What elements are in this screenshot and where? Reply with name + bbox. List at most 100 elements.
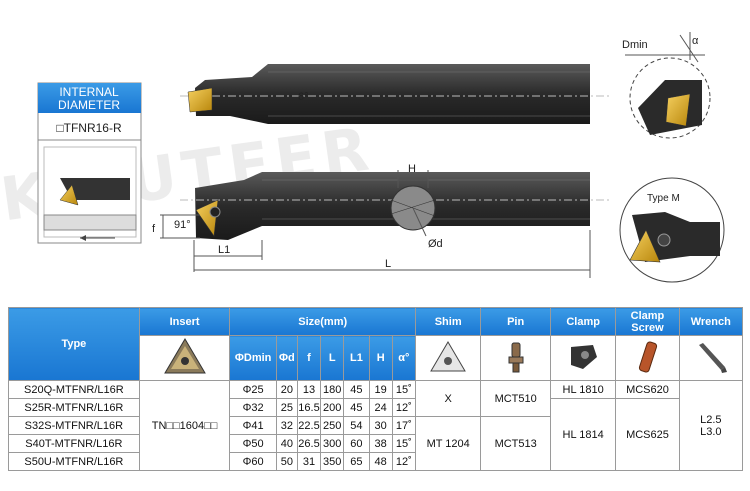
header-size: Size(mm) [229, 307, 416, 336]
screw-small: MCS620 [615, 380, 680, 399]
cell-alpha: 12˚ [391, 398, 416, 417]
sub-f: f [296, 335, 322, 381]
cell-f: 26.5 [296, 434, 322, 453]
table-row: S50U-MTFNR/L16R Φ60 50 31 350 65 48 12˚ [8, 452, 743, 471]
wrench-1: L2.5 [700, 413, 722, 426]
tool-top-view: 6° [180, 64, 610, 124]
header-shim: Shim [414, 307, 482, 336]
inset-panel: INTERNAL DIAMETER □TFNR16-R [37, 82, 142, 244]
pin-icon [508, 342, 524, 372]
spec-table: Type Insert Size(mm) Shim Pin Clamp Clam… [8, 307, 744, 471]
header-clamp-screw-line2: Screw [631, 321, 664, 334]
cell-L1: 60 [343, 434, 370, 453]
cell-alpha: 15˚ [391, 434, 416, 453]
cell-L: 180 [320, 380, 345, 399]
technical-drawing: K-CUTEER INTERNAL DIAMETER □TFNR16-R 6° [0, 32, 725, 283]
type-m-label: Type M [647, 193, 680, 204]
pin-large: MCT513 [480, 416, 551, 471]
dim-H: H [408, 163, 416, 175]
header-clamp: Clamp [549, 307, 617, 336]
wrench-image [678, 335, 744, 381]
row-type: S40T-MTFNR/L16R [8, 434, 140, 453]
inset-code: □TFNR16-R [56, 121, 122, 135]
cell-H: 38 [368, 434, 393, 453]
row-type: S32S-MTFNR/L16R [8, 416, 140, 435]
cell-H: 19 [368, 380, 393, 399]
header-insert: Insert [138, 307, 231, 336]
cell-f: 22.5 [296, 416, 322, 435]
table-row: S40T-MTFNR/L16R Φ50 40 26.5 300 60 38 15… [8, 434, 743, 453]
clamp-icon [571, 344, 598, 369]
cell-dmin: Φ41 [229, 416, 277, 435]
dim-L1: L1 [218, 244, 230, 256]
dim-Dmin: Dmin [622, 39, 648, 51]
cell-H: 30 [368, 416, 393, 435]
clamp-small: HL 1810 [549, 380, 617, 399]
cell-dmin: Φ25 [229, 380, 277, 399]
wrench-2: L3.0 [700, 425, 722, 438]
dim-angle-91: 91° [174, 219, 191, 231]
detail-type-m: Type M [619, 177, 725, 283]
header-type: Type [8, 307, 140, 381]
sub-H: H [368, 335, 393, 381]
inset-header-line2: DIAMETER [58, 98, 120, 112]
dim-angle-6: 6° [298, 91, 309, 103]
cell-L: 300 [320, 434, 345, 453]
cell-L1: 45 [343, 380, 370, 399]
cell-d: 40 [275, 434, 298, 453]
shim-icon [430, 340, 467, 371]
sub-L: L [320, 335, 345, 381]
shim-image [414, 335, 482, 381]
inset-header-line1: INTERNAL [59, 85, 119, 99]
cell-d: 25 [275, 398, 298, 417]
header-pin: Pin [480, 307, 551, 336]
row-type: S25R-MTFNR/L16R [8, 398, 140, 417]
table-row: S32S-MTFNR/L16R Φ41 32 22.5 250 54 30 17… [8, 416, 743, 471]
sub-d: Φd [275, 335, 298, 381]
insert-code: TN□□1604□□ [138, 380, 231, 471]
insert-icon [163, 337, 206, 373]
header-wrench: Wrench [678, 307, 744, 336]
hex-key-icon [698, 342, 727, 373]
screw-large: MCS625 [615, 398, 680, 471]
cell-alpha: 12˚ [391, 452, 416, 471]
dim-d: Ød [428, 238, 443, 250]
header-clamp-screw: Clamp Screw [615, 307, 680, 336]
tool-side-view: H Ød f 91° L1 L [152, 163, 610, 278]
table-row: S25R-MTFNR/L16R Φ32 25 16.5 200 45 24 12… [8, 398, 743, 471]
shim-small: X [414, 380, 482, 417]
cell-L1: 45 [343, 398, 370, 417]
cell-H: 24 [368, 398, 393, 417]
dim-L: L [385, 258, 391, 270]
row-type: S50U-MTFNR/L16R [8, 452, 140, 471]
screw-icon [639, 340, 658, 373]
clamp-image [549, 335, 617, 381]
cell-dmin: Φ60 [229, 452, 277, 471]
cell-d: 32 [275, 416, 298, 435]
dim-f: f [152, 223, 156, 235]
shim-large: MT 1204 [414, 416, 482, 471]
cell-dmin: Φ50 [229, 434, 277, 453]
cell-L: 250 [320, 416, 345, 435]
cell-L: 200 [320, 398, 345, 417]
screw-image [615, 335, 680, 381]
insert-image [138, 335, 231, 381]
header-clamp-screw-line1: Clamp [630, 309, 665, 322]
cell-L: 350 [320, 452, 345, 471]
cell-dmin: Φ32 [229, 398, 277, 417]
table-row: S20Q-MTFNR/L16R TN□□1604□□ Φ25 20 13 180… [8, 380, 744, 471]
sub-alpha: α° [391, 335, 416, 381]
cell-f: 31 [296, 452, 322, 471]
sub-L1: L1 [343, 335, 370, 381]
pin-image [480, 335, 551, 381]
cell-alpha: 15˚ [391, 380, 416, 399]
wrench-sizes: L2.5 L3.0 [678, 380, 744, 471]
cell-f: 13 [296, 380, 322, 399]
cell-L1: 54 [343, 416, 370, 435]
sub-dmin: ΦDmin [229, 335, 277, 381]
cell-H: 48 [368, 452, 393, 471]
cell-L1: 65 [343, 452, 370, 471]
cell-d: 20 [275, 380, 298, 399]
clamp-large: HL 1814 [549, 398, 617, 471]
detail-dmin: Dmin α [622, 32, 711, 139]
